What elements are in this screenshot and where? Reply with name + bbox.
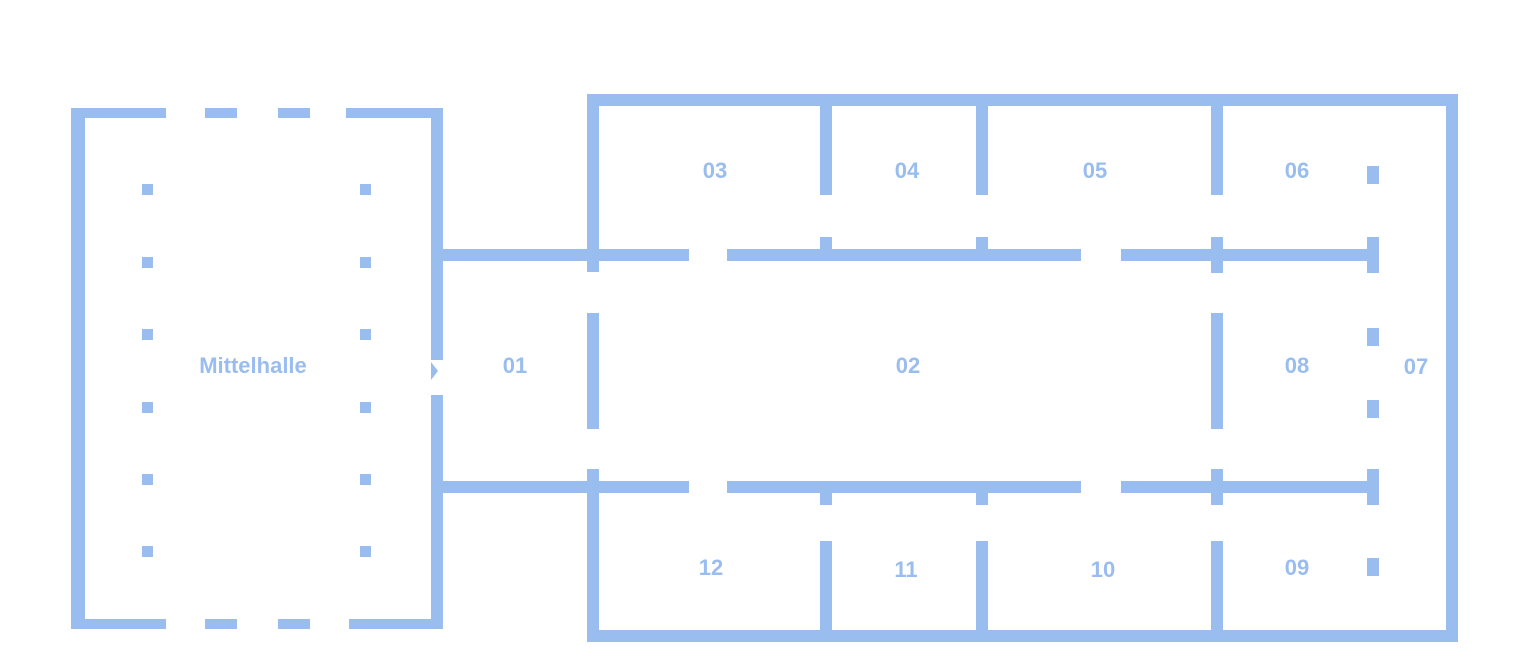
pillar bbox=[142, 402, 153, 413]
wall-stub bbox=[820, 237, 832, 261]
wall-hall-bottom-2 bbox=[205, 619, 237, 629]
wall-divider-05-06 bbox=[1211, 94, 1223, 195]
room-label-01: 01 bbox=[503, 353, 527, 378]
wall-main-right bbox=[1446, 94, 1458, 642]
pillar bbox=[1367, 558, 1379, 576]
room-label-03: 03 bbox=[703, 158, 727, 183]
room-label-12: 12 bbox=[699, 555, 723, 580]
wall-upper-row-1 bbox=[727, 249, 1081, 261]
wall-end-lower bbox=[1367, 469, 1379, 505]
wall-hall-bottom-3 bbox=[278, 619, 310, 629]
pillar bbox=[360, 257, 371, 268]
wall-stub bbox=[976, 481, 988, 505]
room-label-11: 11 bbox=[894, 557, 917, 582]
wall-corridor-top bbox=[443, 249, 689, 261]
wall-divider-10-09 bbox=[1211, 541, 1223, 642]
wall-main-top bbox=[587, 94, 1458, 106]
wall-divider-03-04 bbox=[820, 94, 832, 195]
wall-hall-bottom-4 bbox=[349, 619, 443, 629]
pillar bbox=[360, 402, 371, 413]
pillar bbox=[142, 474, 153, 485]
wall-divider-04-05 bbox=[976, 94, 988, 195]
pillar bbox=[1367, 328, 1379, 346]
wall-main-bottom bbox=[587, 630, 1458, 642]
room-label-09: 09 bbox=[1285, 555, 1309, 580]
pillar bbox=[142, 546, 153, 557]
room-label-08: 08 bbox=[1285, 353, 1309, 378]
wall-hall-right-lower bbox=[431, 395, 443, 629]
pillar bbox=[1367, 166, 1379, 184]
wall-hall-left bbox=[71, 108, 85, 629]
wall-02-08 bbox=[1211, 313, 1223, 429]
wall-hall-top-3 bbox=[278, 108, 310, 118]
wall-hall-top-4 bbox=[346, 108, 443, 118]
wall-main-left-lower bbox=[587, 469, 599, 642]
room-label-07: 07 bbox=[1404, 354, 1428, 379]
pillar bbox=[360, 184, 371, 195]
pillar bbox=[142, 257, 153, 268]
wall-stub bbox=[820, 481, 832, 505]
room-label-05: 05 bbox=[1083, 158, 1107, 183]
pillar bbox=[142, 184, 153, 195]
pillar bbox=[142, 329, 153, 340]
wall-end-upper bbox=[1367, 237, 1379, 273]
room-label-06: 06 bbox=[1285, 158, 1309, 183]
wall-corridor-bottom bbox=[443, 481, 689, 493]
wall-stub bbox=[1211, 469, 1223, 505]
wall-lower-row-2 bbox=[1121, 481, 1373, 493]
walls bbox=[71, 94, 1458, 642]
entrance-arrow-icon bbox=[431, 362, 438, 380]
wall-hall-top-2 bbox=[205, 108, 237, 118]
pillar bbox=[360, 546, 371, 557]
wall-upper-row-2 bbox=[1121, 249, 1373, 261]
wall-stub bbox=[976, 237, 988, 261]
wall-lower-row-1 bbox=[727, 481, 1081, 493]
pillar bbox=[1367, 400, 1379, 418]
room-label-mittelhalle: Mittelhalle bbox=[199, 353, 307, 378]
wall-hall-bottom-1 bbox=[71, 619, 166, 629]
pillar bbox=[360, 474, 371, 485]
pillar bbox=[360, 329, 371, 340]
wall-stub bbox=[1211, 237, 1223, 273]
room-label-04: 04 bbox=[895, 158, 920, 183]
wall-hall-right-upper bbox=[431, 108, 443, 360]
wall-divider-11-10 bbox=[976, 541, 988, 642]
wall-main-left-upper bbox=[587, 94, 599, 272]
wall-main-left-mid bbox=[587, 313, 599, 429]
room-label-02: 02 bbox=[896, 353, 920, 378]
wall-hall-top-1 bbox=[71, 108, 166, 118]
wall-divider-12-11 bbox=[820, 541, 832, 642]
room-label-10: 10 bbox=[1091, 557, 1115, 582]
